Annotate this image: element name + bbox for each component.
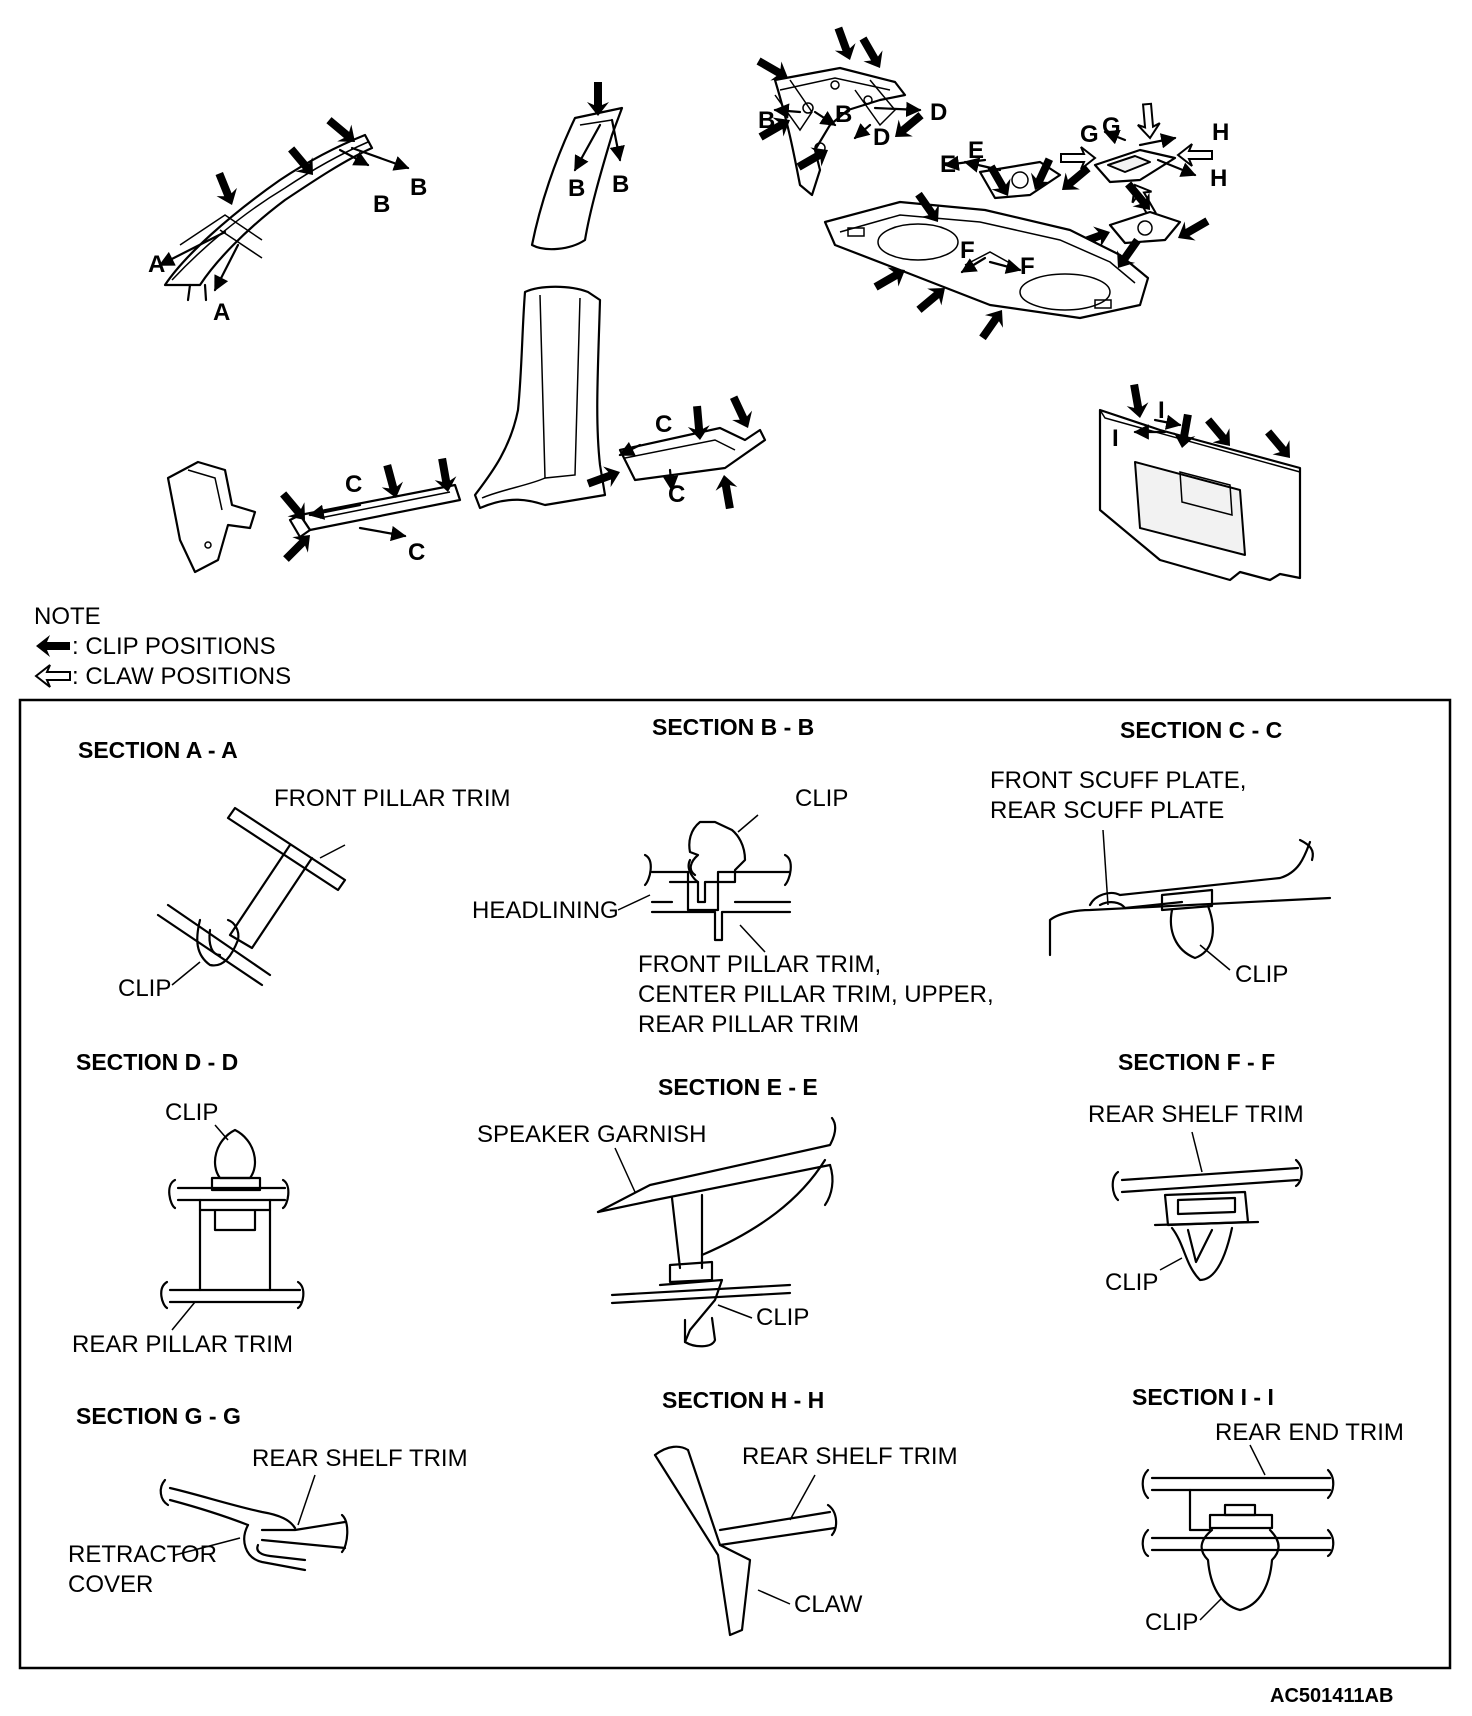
marker-c-1: C xyxy=(345,471,362,498)
marker-c-3: C xyxy=(655,411,672,438)
section-c-clip-label: CLIP xyxy=(1235,961,1288,988)
section-i-clip-label: CLIP xyxy=(1145,1609,1198,1636)
section-g-g: SECTION G - G REAR SHELF TRIM RETRACTOR … xyxy=(68,1403,468,1598)
section-b-trim-line2: CENTER PILLAR TRIM, UPPER, xyxy=(638,981,994,1008)
section-a-title: SECTION A - A xyxy=(78,737,238,763)
section-a-clip-label: CLIP xyxy=(118,975,171,1002)
marker-e-2: E xyxy=(940,151,956,178)
section-d-rear-pillar-label: REAR PILLAR TRIM xyxy=(72,1331,293,1358)
rear-speaker-garnish-part xyxy=(1108,210,1182,245)
marker-g-1: G xyxy=(1080,121,1099,148)
marker-g-2: G xyxy=(1102,113,1121,140)
marker-b-5: B xyxy=(758,107,775,134)
figure-code: AC501411AB xyxy=(1270,1685,1393,1707)
section-f-rear-shelf-label: REAR SHELF TRIM xyxy=(1088,1101,1304,1128)
marker-b-1: B xyxy=(373,191,390,218)
marker-c-4: C xyxy=(668,481,685,508)
section-f-clip-label: CLIP xyxy=(1105,1269,1158,1296)
section-e-speaker-label: SPEAKER GARNISH xyxy=(477,1121,706,1148)
front-scuff-plate-part xyxy=(288,483,462,542)
section-d-d: SECTION D - D CLIP REAR PILLAR TRIM xyxy=(72,1049,305,1358)
section-c-scuff-line1: FRONT SCUFF PLATE, xyxy=(990,767,1246,794)
marker-c-2: C xyxy=(408,539,425,566)
marker-e-1: E xyxy=(968,137,984,164)
section-h-title: SECTION H - H xyxy=(662,1387,824,1413)
marker-i-2: I xyxy=(1112,425,1119,452)
section-c-c: SECTION C - C FRONT SCUFF PLATE, REAR SC… xyxy=(990,717,1332,988)
section-h-claw-label: CLAW xyxy=(794,1591,863,1618)
section-a-a: SECTION A - A FRONT PILLAR TRIM CLIP xyxy=(78,737,510,1002)
front-pillar-trim-part xyxy=(158,133,410,302)
section-a-front-pillar-label: FRONT PILLAR TRIM xyxy=(274,785,510,812)
center-pillar-trim-lower-part xyxy=(473,285,607,510)
section-e-clip-label: CLIP xyxy=(756,1304,809,1331)
legend-title: NOTE xyxy=(34,603,101,630)
section-c-title: SECTION C - C xyxy=(1120,717,1282,743)
section-b-clip-label: CLIP xyxy=(795,785,848,812)
legend-clip-text: : CLIP POSITIONS xyxy=(72,633,276,660)
section-d-title: SECTION D - D xyxy=(76,1049,238,1075)
section-h-rear-shelf-label: REAR SHELF TRIM xyxy=(742,1443,958,1470)
section-f-title: SECTION F - F xyxy=(1118,1049,1275,1075)
legend-claw-text: : CLAW POSITIONS xyxy=(72,663,291,690)
rear-scuff-plate-part xyxy=(618,426,767,492)
section-g-title: SECTION G - G xyxy=(76,1403,241,1429)
section-b-trim-line3: REAR PILLAR TRIM xyxy=(638,1011,859,1038)
clip-arrow-icon xyxy=(36,635,70,657)
rear-end-trim-part xyxy=(1098,408,1302,582)
marker-f-1: F xyxy=(960,237,975,264)
center-pillar-trim-upper-part xyxy=(530,106,625,251)
section-g-retractor-line2: COVER xyxy=(68,1571,153,1598)
marker-b-4: B xyxy=(612,171,629,198)
section-g-rear-shelf-label: REAR SHELF TRIM xyxy=(252,1445,468,1472)
section-e-title: SECTION E - E xyxy=(658,1074,818,1100)
marker-h-1: H xyxy=(1212,119,1229,146)
section-d-clip-label: CLIP xyxy=(165,1099,218,1126)
section-b-headlining-label: HEADLINING xyxy=(472,897,619,924)
cowl-side-trim-part xyxy=(166,460,257,574)
marker-b-6: B xyxy=(835,101,852,128)
section-h-h: SECTION H - H REAR SHELF TRIM CLAW xyxy=(653,1387,958,1637)
section-g-retractor-line1: RETRACTOR xyxy=(68,1541,217,1568)
section-b-trim-line1: FRONT PILLAR TRIM, xyxy=(638,951,881,978)
marker-a-1: A xyxy=(148,251,165,278)
rear-shelf-trim-part xyxy=(823,200,1150,320)
section-i-i: SECTION I - I REAR END TRIM CLIP xyxy=(1132,1384,1404,1636)
marker-b-3: B xyxy=(568,175,585,202)
marker-b-2: B xyxy=(410,174,427,201)
retractor-cover-part xyxy=(1093,129,1197,184)
marker-h-2: H xyxy=(1210,165,1227,192)
marker-d-1: D xyxy=(930,99,947,126)
section-e-e: SECTION E - E SPEAKER GARNISH CLIP xyxy=(477,1074,837,1348)
section-f-f: SECTION F - F REAR SHELF TRIM CLIP xyxy=(1088,1049,1304,1296)
marker-i-1: I xyxy=(1158,397,1165,424)
marker-f-2: F xyxy=(1020,253,1035,280)
legend: NOTE : CLIP POSITIONS : CLAW POSITIONS xyxy=(34,603,291,690)
section-c-scuff-line2: REAR SCUFF PLATE xyxy=(990,797,1224,824)
section-i-rear-end-label: REAR END TRIM xyxy=(1215,1419,1404,1446)
sections-frame xyxy=(18,698,1452,1670)
marker-d-2: D xyxy=(873,124,890,151)
claw-arrow-icon xyxy=(35,664,71,688)
section-i-title: SECTION I - I xyxy=(1132,1384,1274,1410)
marker-a-2: A xyxy=(213,299,230,326)
section-b-title: SECTION B - B xyxy=(652,714,814,740)
section-b-b: SECTION B - B CLIP HEADLINING FRONT PILL… xyxy=(472,714,994,1038)
